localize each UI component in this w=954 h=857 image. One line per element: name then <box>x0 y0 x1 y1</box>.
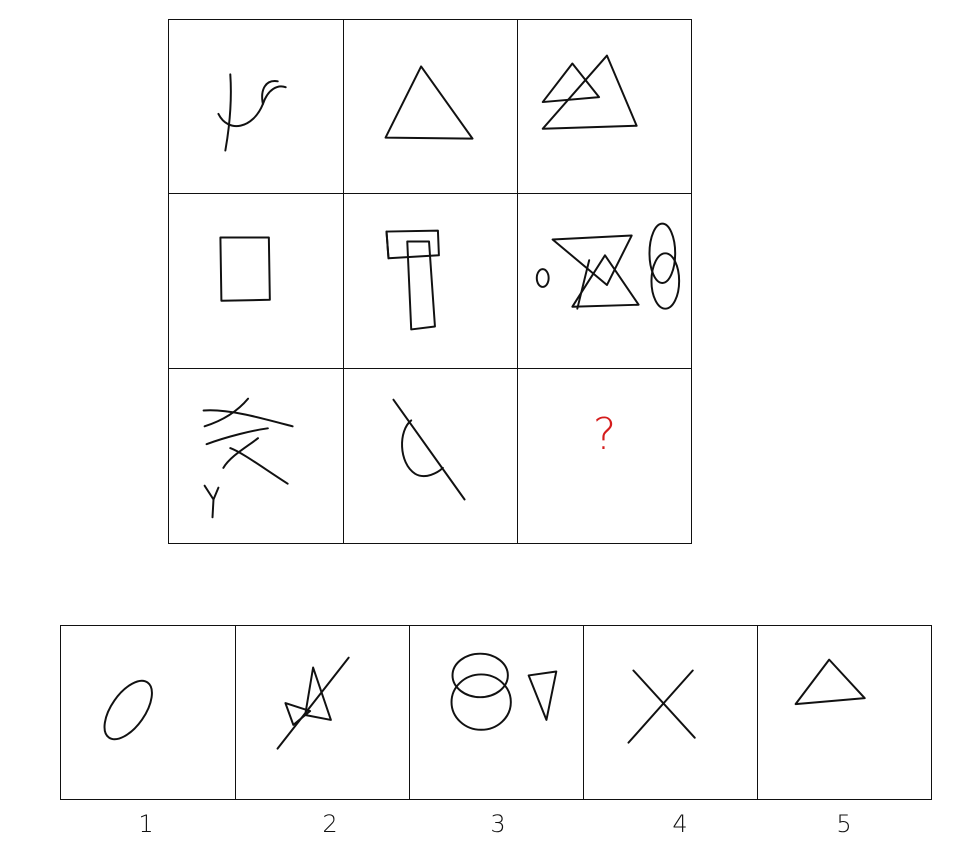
option-label-4: 4 <box>672 810 688 838</box>
answer-option-5[interactable] <box>757 625 932 800</box>
answer-option-4[interactable] <box>583 625 758 800</box>
grid-cell-1-3 <box>517 19 692 194</box>
x-cross-icon <box>627 669 696 744</box>
wavy-lines-icon <box>202 397 294 519</box>
hammer-shape-icon <box>385 229 440 331</box>
semicircle-line-icon <box>392 398 466 501</box>
ellipse-icon <box>103 679 153 741</box>
triangle-icon <box>384 65 474 140</box>
grid-cell-1-1 <box>168 19 344 194</box>
option-label-5: 5 <box>836 810 852 838</box>
curly-cross-icon <box>217 73 287 152</box>
option-label-1: 1 <box>138 810 154 838</box>
question-mark: ? <box>592 409 617 460</box>
option-label-2: 2 <box>322 810 338 838</box>
option-label-3: 3 <box>490 810 506 838</box>
square-icon <box>219 236 271 302</box>
grid-cell-2-1 <box>168 193 344 369</box>
grid-cell-3-2 <box>343 368 518 544</box>
circles-triangle-icon <box>450 652 558 731</box>
crossed-triangles-icon <box>276 656 350 750</box>
small-triangle-icon <box>794 658 866 706</box>
grid-cell-2-3 <box>517 193 692 369</box>
mixed-shapes-icon <box>535 222 681 310</box>
answer-option-1[interactable] <box>60 625 236 800</box>
answer-option-3[interactable] <box>409 625 584 800</box>
double-triangle-icon <box>541 54 638 130</box>
grid-cell-1-2 <box>343 19 518 194</box>
grid-cell-3-1 <box>168 368 344 544</box>
grid-cell-3-3-missing: ? <box>517 368 692 544</box>
grid-cell-2-2 <box>343 193 518 369</box>
answer-option-2[interactable] <box>235 625 410 800</box>
